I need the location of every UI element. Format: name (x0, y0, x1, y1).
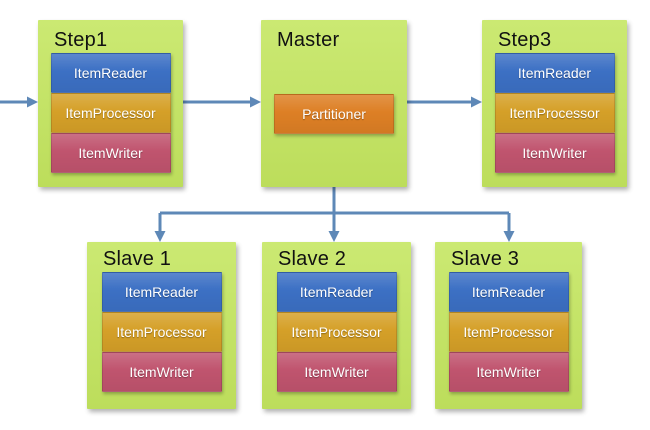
item-processor-box: ItemProcessor (50, 93, 171, 133)
node-step3-title: Step3 (498, 29, 552, 51)
node-slave2-components: ItemReader ItemProcessor ItemWriter (276, 272, 397, 392)
item-reader-box: ItemReader (494, 53, 615, 93)
node-slave3-title: Slave 3 (451, 248, 520, 270)
item-processor-box: ItemProcessor (494, 93, 615, 133)
node-step1-components: ItemReader ItemProcessor ItemWriter (50, 53, 171, 173)
item-reader-box: ItemReader (448, 272, 569, 312)
item-writer-box: ItemWriter (276, 352, 397, 392)
node-slave1: Slave 1 ItemReader ItemProcessor ItemWri… (87, 242, 236, 409)
node-slave3: Slave 3 ItemReader ItemProcessor ItemWri… (435, 242, 582, 409)
node-slave1-title: Slave 1 (103, 248, 172, 270)
node-slave1-components: ItemReader ItemProcessor ItemWriter (101, 272, 222, 392)
node-step3: Step3 ItemReader ItemProcessor ItemWrite… (482, 20, 627, 187)
item-processor-box: ItemProcessor (276, 312, 397, 352)
node-slave2-title: Slave 2 (278, 248, 347, 270)
node-master: Master Partitioner (261, 20, 407, 187)
item-writer-box: ItemWriter (101, 352, 222, 392)
node-step1-title: Step1 (54, 29, 108, 51)
item-processor-box: ItemProcessor (448, 312, 569, 352)
item-writer-box: ItemWriter (50, 133, 171, 173)
node-step3-components: ItemReader ItemProcessor ItemWriter (494, 53, 615, 173)
item-writer-box: ItemWriter (448, 352, 569, 392)
node-step1: Step1 ItemReader ItemProcessor ItemWrite… (38, 20, 183, 187)
item-reader-box: ItemReader (50, 53, 171, 93)
item-processor-box: ItemProcessor (101, 312, 222, 352)
partitioner-box: Partitioner (274, 94, 394, 134)
node-slave3-components: ItemReader ItemProcessor ItemWriter (448, 272, 569, 392)
item-reader-box: ItemReader (101, 272, 222, 312)
node-master-title: Master (277, 29, 340, 51)
item-writer-box: ItemWriter (494, 133, 615, 173)
node-slave2: Slave 2 ItemReader ItemProcessor ItemWri… (262, 242, 411, 409)
node-master-components: Partitioner (274, 94, 394, 134)
item-reader-box: ItemReader (276, 272, 397, 312)
